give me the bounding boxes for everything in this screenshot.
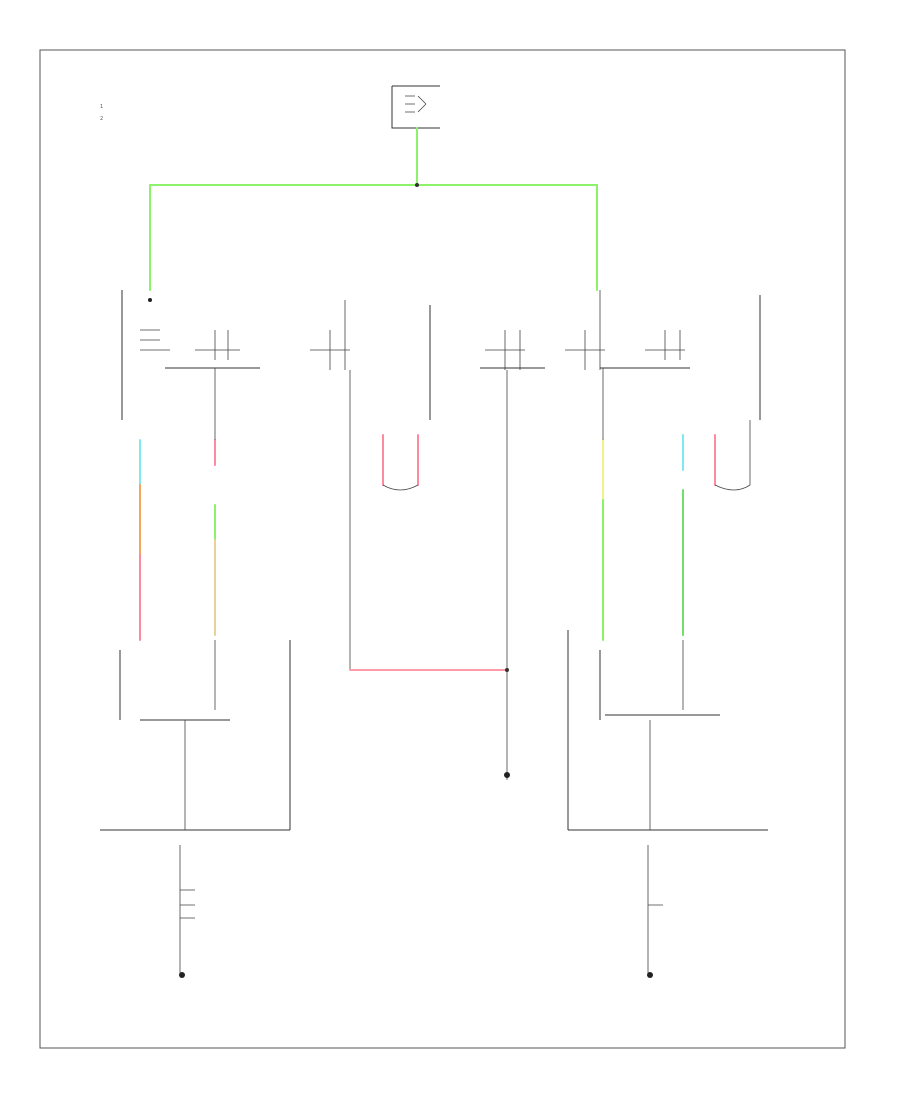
lower-left-assembly [100,640,291,978]
legend-item-1: 1 [100,104,103,110]
junction-center [505,668,509,672]
ground-center [504,772,510,778]
ground-left [179,972,185,978]
lower-right-assembly [567,630,768,978]
power-source-block [391,85,440,129]
legend-item-2: 2 [100,116,103,122]
legend: 1 2 [100,104,103,122]
ground-right [647,972,653,978]
diagram-frame [39,49,846,1049]
junction-top [415,183,419,187]
switch-row [121,290,761,420]
